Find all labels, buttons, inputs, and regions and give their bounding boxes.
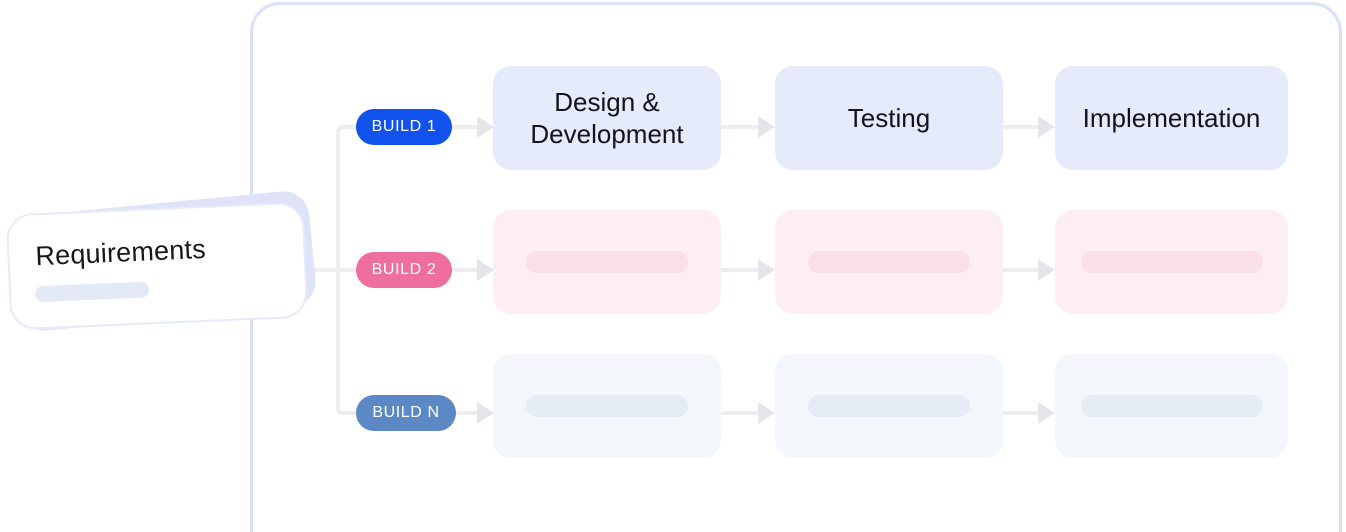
build-n-stage-placeholder xyxy=(775,354,1003,458)
build-n-stage-placeholder xyxy=(493,354,721,458)
stage-design-development: Design & Development xyxy=(493,66,721,170)
placeholder-bar xyxy=(808,251,970,273)
placeholder-bar xyxy=(1080,251,1263,273)
requirements-label: Requirements xyxy=(34,233,207,272)
stage-label: Testing xyxy=(847,102,931,133)
stage-implementation: Implementation xyxy=(1055,66,1288,170)
build-n-stage-placeholder xyxy=(1055,354,1288,458)
build-1-pill: BUILD 1 xyxy=(356,109,452,145)
build-n-pill: BUILD N xyxy=(356,395,456,431)
stage-label: Implementation xyxy=(1082,102,1261,133)
requirements-card: Requirements xyxy=(5,188,318,334)
placeholder-bar xyxy=(526,395,688,417)
placeholder-bar xyxy=(34,281,150,303)
build-2-stage-placeholder xyxy=(775,210,1003,314)
stage-label: Design & Development xyxy=(530,86,684,150)
placeholder-bar xyxy=(808,395,970,417)
stage-testing: Testing xyxy=(775,66,1003,170)
placeholder-bar xyxy=(526,251,688,273)
build-2-pill: BUILD 2 xyxy=(356,252,452,288)
placeholder-bar xyxy=(1080,395,1263,417)
build-2-stage-placeholder xyxy=(1055,210,1288,314)
requirements-card-front: Requirements xyxy=(5,201,309,331)
build-2-stage-placeholder xyxy=(493,210,721,314)
